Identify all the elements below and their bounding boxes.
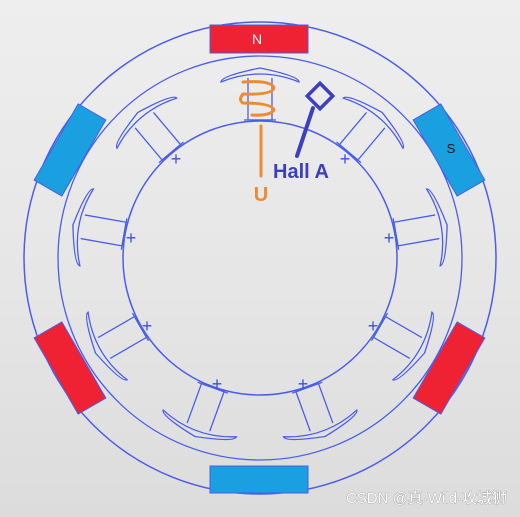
plus-marker: +	[368, 316, 379, 336]
magnet-south-upper-left	[33, 103, 107, 197]
tooth	[115, 96, 184, 164]
hall-sensor-label: Hall A	[273, 161, 329, 183]
plus-markers: + + + + + + + +	[126, 149, 395, 394]
tooth	[72, 188, 128, 267]
rotor	[122, 120, 398, 396]
plus-marker: +	[384, 228, 395, 248]
tooth	[85, 311, 150, 381]
coil-phase-label: U	[254, 184, 268, 206]
plus-marker: +	[212, 374, 223, 394]
inner-ring	[57, 55, 463, 461]
magnet-north-lower-right	[412, 321, 486, 415]
plus-marker: +	[126, 228, 137, 248]
magnet-north-top: N	[209, 24, 309, 54]
magnet-south-upper-right	[412, 103, 486, 197]
plus-marker: +	[171, 149, 182, 169]
hall-sensor	[295, 80, 336, 158]
tooth	[162, 381, 238, 441]
plus-marker: +	[298, 374, 309, 394]
tooth	[282, 381, 358, 441]
tooth	[220, 67, 300, 121]
tooth	[336, 96, 405, 164]
magnet-south-label: S	[447, 141, 456, 156]
tooth	[370, 311, 435, 381]
stator-teeth	[72, 67, 448, 441]
magnet-south-bottom	[209, 465, 309, 494]
plus-marker: +	[142, 316, 153, 336]
outer-ring	[23, 21, 497, 495]
plus-marker: +	[340, 149, 351, 169]
coil-winding	[239, 80, 276, 178]
watermark: CSDN @真·Wild·攻城狮	[346, 489, 507, 507]
magnet-north-label: N	[252, 31, 262, 47]
tooth	[392, 188, 448, 267]
magnet-north-lower-left	[33, 321, 107, 415]
